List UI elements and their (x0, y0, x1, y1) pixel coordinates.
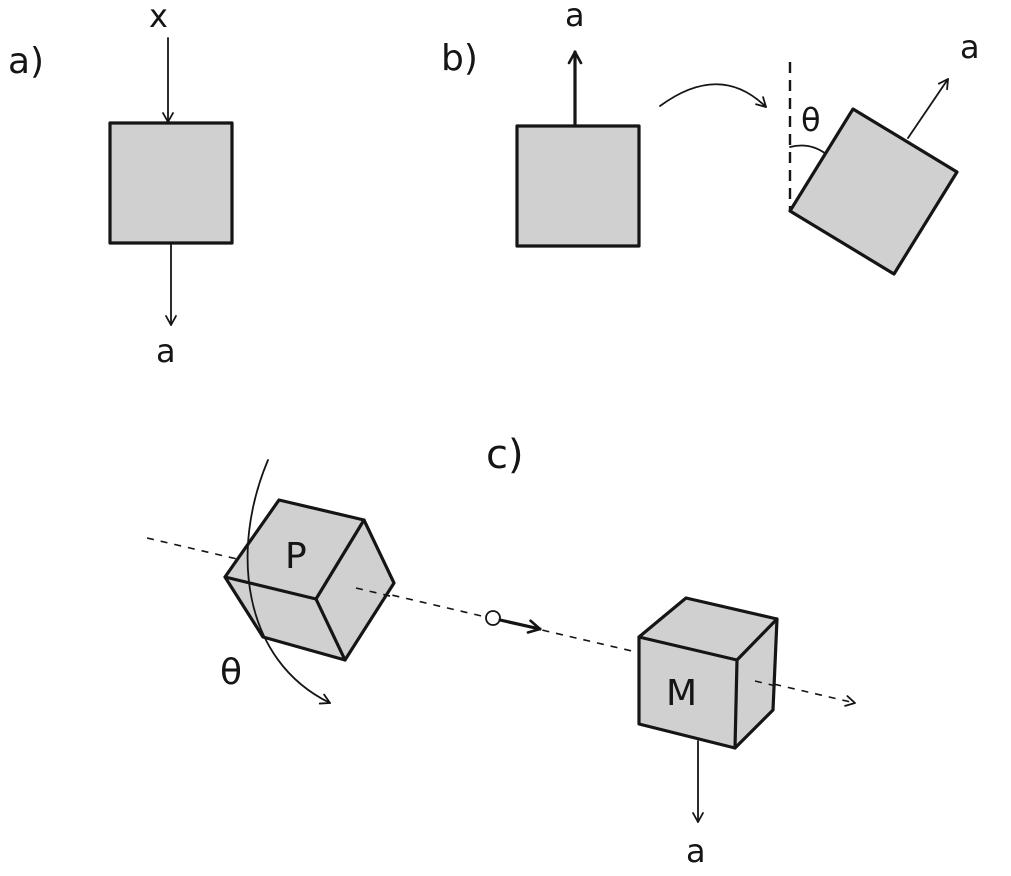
rotated-vector-arrow (907, 78, 949, 139)
cube-m-body (637, 596, 779, 750)
cube-m-front-edge (733, 658, 739, 750)
cube-m-output-label: a (686, 832, 706, 870)
cube-p: P (223, 498, 396, 662)
panel-b: b) a θ a (441, 0, 980, 276)
axis-point (485, 610, 501, 626)
cube-m-label: M (666, 673, 697, 714)
upright-vector-label: a (565, 0, 585, 34)
panel-c: c) P θ M a (146, 432, 856, 870)
cube-m: M (637, 596, 779, 750)
panel-a: a) x a (8, 0, 234, 370)
input-x-label: x (149, 0, 168, 35)
panel-b-label: b) (441, 38, 478, 79)
angle-arc (789, 144, 827, 155)
rotated-vector-label: a (960, 28, 980, 66)
box-b-rotated (788, 107, 959, 276)
box-a (108, 121, 234, 245)
angle-theta-label: θ (801, 101, 821, 139)
transition-arrow (659, 83, 767, 108)
box-b-upright (515, 124, 641, 248)
axis-point-arrow (498, 618, 542, 634)
cube-p-front-edge (314, 597, 347, 662)
rotation-arrow (246, 459, 331, 705)
rotation-theta-label: θ (220, 652, 242, 693)
axis-over-cube-p (355, 587, 395, 598)
panel-c-label: c) (486, 432, 524, 478)
axis-over-cube-m (754, 680, 777, 687)
cube-p-label: P (285, 536, 307, 577)
output-a-label: a (156, 332, 176, 370)
panel-a-label: a) (8, 41, 44, 82)
